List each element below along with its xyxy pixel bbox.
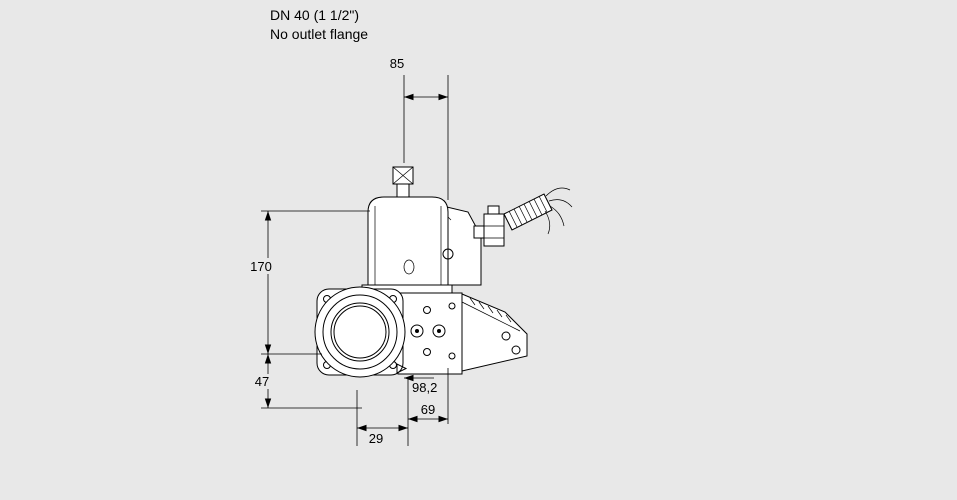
flow-direction-arrow: [396, 363, 408, 374]
body-bolt-bottom: [423, 348, 431, 356]
outlet-hatching: [469, 297, 512, 323]
dim-label-47-backing: [250, 374, 274, 389]
bore-thread-circle: [333, 305, 387, 359]
connector-body: [483, 213, 505, 247]
drawing-title-line1: DN 40 (1 1/2"): [270, 7, 360, 23]
dimension-body-depth: 98,2: [404, 374, 437, 395]
dome-outline: [367, 196, 449, 288]
dim-label-170-backing: [246, 258, 276, 274]
connector-top-tab: [487, 205, 500, 215]
title-block: DN 40 (1 1/2") No outlet flange: [270, 6, 368, 44]
body-screw-right: [432, 324, 446, 338]
outlet-face: [461, 293, 528, 372]
flange-outer-circle: [314, 286, 406, 378]
connector-cable: [503, 187, 573, 235]
actuator-cap: [392, 166, 414, 198]
dome-oval-detail: [403, 259, 415, 275]
connector-neck: [473, 225, 485, 239]
body-screw-right-center: [437, 329, 441, 333]
outlet-edge-line: [461, 301, 521, 332]
body-screw-left-center: [415, 329, 419, 333]
bore-outer-circle: [330, 302, 390, 362]
outlet-bolt-hole-lower: [511, 345, 521, 355]
valve-drawing: [314, 166, 573, 378]
dim-label-top-width: 85: [390, 56, 404, 71]
cap-stem: [396, 183, 410, 198]
actuator-dome: [367, 196, 449, 288]
valve-body: [397, 292, 463, 375]
body-bolt-top: [423, 306, 431, 314]
body-bolt-upper-right: [448, 302, 456, 310]
dimension-bottom-offset: 29: [356, 378, 409, 446]
cover-circle-detail: [442, 248, 454, 260]
dim-label-lower-height: 47: [255, 374, 269, 389]
outlet-port: [461, 293, 528, 372]
dim-label-outlet-depth: 69: [421, 402, 435, 417]
dimension-lower-height: 47: [250, 354, 362, 409]
outlet-bolt-hole-upper: [501, 331, 511, 341]
dome-wall-lines: [374, 206, 442, 287]
dim-label-body-depth: 98,2: [412, 380, 437, 395]
body-bolt-lower-right: [448, 352, 456, 360]
dimension-top-width: 85: [390, 56, 449, 200]
dimension-outlet-depth: 69: [408, 368, 449, 424]
dim-label-upper-height: 170: [250, 259, 272, 274]
inlet-flange: [314, 286, 406, 378]
drawing-title-line2: No outlet flange: [270, 26, 369, 42]
flange-ring-circle: [322, 294, 398, 370]
body-screws: [410, 302, 456, 360]
dim-label-bottom-offset: 29: [369, 431, 383, 446]
dimension-upper-height: 170: [246, 210, 370, 355]
body-screw-left: [410, 324, 424, 338]
solenoid-connector: [473, 205, 505, 247]
cable-wires: [544, 187, 573, 235]
cable-hatching: [503, 193, 553, 231]
cap-cross-marking: [392, 166, 414, 185]
